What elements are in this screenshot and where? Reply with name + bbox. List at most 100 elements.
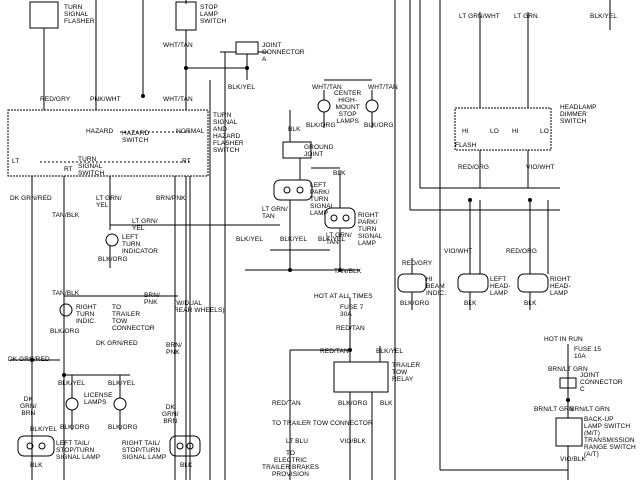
hi-beam-indic-label: HI BEAM INDIC. [426, 276, 447, 297]
blk-ground-label: BLK [288, 126, 301, 133]
tan-blk-1-label: TAN/BLK [52, 212, 80, 219]
to-trailer-tow-2-label: TO TRAILER TOW CONNECTOR [272, 420, 373, 427]
blk-org-6-label: BLK/ORG [60, 424, 90, 431]
joint-connector-c-label: JOINT CONNECTOR C [580, 372, 623, 393]
blk-yel-7-label: BLK/YEL [30, 426, 58, 433]
lt-switch-label: LT [12, 158, 20, 165]
turn-signal-flasher-label: TURN SIGNAL FLASHER [64, 4, 95, 25]
fuse-15-label: FUSE 15 10A [574, 346, 602, 360]
wht-tan-3-label: WHT/TAN [368, 84, 398, 91]
lt-blu-label: LT BLU [286, 438, 309, 445]
license-lamp-1 [65, 397, 79, 411]
to-electric-trailer-brakes-label: TO ELECTRIC TRAILER BRAKES PROVISION [262, 450, 320, 478]
blk-yel-6-label: BLK/YEL [108, 380, 136, 387]
pnk-wht-label: PNK/WHT [90, 96, 121, 103]
headlamp-dimmer-box [454, 107, 552, 151]
vio-wht-1-label: VIO/WHT [526, 164, 555, 171]
red-org-1-label: RED/ORG [458, 164, 490, 171]
lt-grn-wht-label: LT GRN/WHT [459, 13, 500, 20]
lt-grn-label: LT GRN [514, 13, 538, 20]
right-turn-indic-label: RIGHT TURN INDIC. [76, 304, 97, 325]
blk-yel-5-label: BLK/YEL [58, 380, 86, 387]
red-tan-1-label: RED/TAN [336, 325, 365, 332]
blk-yel-4-label: BLK/YEL [318, 236, 346, 243]
center-high-mount-label: CENTER HIGH- MOUNT STOP LAMPS [334, 90, 362, 125]
blk-hl-2-label: BLK [524, 300, 537, 307]
backup-switch-box [555, 417, 583, 447]
normal-label: NORMAL [176, 128, 205, 135]
hi2-label: HI [512, 128, 519, 135]
blk-tl-1-label: BLK [30, 462, 43, 469]
trailer-tow-relay-box [333, 361, 389, 393]
dk-grn-brn-label: DK GRN/ BRN [20, 396, 37, 417]
backup-lamp-switch-label: BACK-UP LAMP SWITCH (M/T) TRANSMISSION R… [584, 416, 636, 458]
dk-grn-red-1-label: DK GRN/RED [10, 195, 52, 202]
w-dual-rear-wheels-label: (W/DUAL REAR WHEELS) [174, 300, 225, 314]
wht-tan-1-label: WHT/TAN [163, 42, 193, 49]
right-headlamp-label: RIGHT HEAD- LAMP [550, 276, 571, 297]
left-headlamp-box [457, 273, 489, 293]
left-park-lamp-box [273, 179, 313, 201]
right-tail-label: RIGHT TAIL/ STOP/TURN SIGNAL LAMP [122, 440, 167, 461]
hot-at-all-times-label: HOT AT ALL TIMES [314, 293, 373, 300]
vio-wht-2-label: VIO/WHT [444, 248, 473, 255]
lt-grn-tan-2-label: LT GRN/ TAN [326, 232, 352, 246]
wht-tan-4-label: WHT/TAN [163, 96, 193, 103]
turn-signal-switch-box [7, 109, 209, 177]
rt-switch-label: RT [64, 166, 73, 173]
vio-blk-label: VIO/BLK [340, 438, 366, 445]
stop-lamp-switch-box [175, 1, 197, 31]
blk-relay-label: BLK [380, 400, 393, 407]
blk-org-2-label: BLK/ORG [364, 122, 394, 129]
joint-connector-c-box [559, 377, 577, 389]
rt-switch-2-label: RT [182, 158, 191, 165]
hi-beam-indic-box [397, 273, 427, 293]
blk-org-7-label: BLK/ORG [108, 424, 138, 431]
tan-blk-3-label: TAN/BLK [52, 290, 80, 297]
blk-yel-a-label: BLK/YEL [228, 84, 256, 91]
joint-connector-a-box [235, 41, 259, 55]
left-turn-indicator-label: LEFT TURN INDICATOR [122, 234, 159, 255]
blk-org-4-label: BLK/ORG [400, 300, 430, 307]
ground-joint-box [282, 141, 312, 159]
turn-signal-hazard-switch-label: TURN SIGNAL AND HAZARD FLASHER SWITCH [213, 112, 244, 154]
license-lamp-2 [113, 397, 127, 411]
red-gry-2-label: RED/GRY [402, 260, 433, 267]
blk-park-label: BLK [333, 170, 346, 177]
red-tan-2-label: RED/TAN [320, 348, 349, 355]
to-trailer-tow-1-label: TO TRAILER TOW CONNECTOR [112, 304, 155, 332]
turn-signal-flasher-box [29, 1, 59, 29]
brn-pnk-1-label: BRN/PNK [156, 195, 186, 202]
tan-blk-2-label: TAN/BLK [334, 268, 362, 275]
brn-lt-grn-1-label: BRN/LT GRN [548, 366, 588, 373]
license-lamps-label: LICENSE LAMPS [84, 392, 113, 406]
vio-blk-2-label: VIO/BLK [560, 456, 586, 463]
lo-label: LO [490, 128, 499, 135]
hi-label: HI [462, 128, 469, 135]
turn-signal-switch-label: TURN SIGNAL SWITCH [78, 156, 105, 177]
lo2-label: LO [540, 128, 549, 135]
blk-yel-2-label: BLK/YEL [236, 236, 264, 243]
left-turn-indicator-bulb [105, 233, 119, 247]
joint-connector-a-label: JOINT CONNECTOR A [262, 42, 305, 63]
left-tail-lamp-box [17, 435, 55, 457]
hazard-switch-label: HAZARD SWITCH [122, 130, 150, 144]
fuse-7-label: FUSE 7 30A [340, 304, 364, 318]
lt-grn-yel-2-label: LT GRN/ YEL [132, 218, 158, 232]
hazard-label: HAZARD [86, 128, 114, 135]
blk-yel-relay-label: BLK/YEL [376, 348, 404, 355]
red-gry-1-label: RED/GRY [40, 96, 71, 103]
brn-lt-grn-2-label: BRN/LT GRN [534, 406, 574, 413]
dk-grn-brn-2-label: DK GRN/ BRN [162, 404, 179, 425]
red-org-2-label: RED/ORG [506, 248, 538, 255]
blk-hl-1-label: BLK [464, 300, 477, 307]
right-tail-lamp-box [169, 435, 201, 457]
left-tail-label: LEFT TAIL/ STOP/TURN SIGNAL LAMP [56, 440, 101, 461]
ground-joint-label: GROUND JOINT [304, 144, 334, 158]
blk-org-1-label: BLK/ORG [306, 122, 336, 129]
blk-tl-2-label: BLK [180, 462, 193, 469]
center-high-mount-lamp-2 [365, 99, 379, 113]
lt-grn-yel-1-label: LT GRN/ YEL [96, 195, 122, 209]
